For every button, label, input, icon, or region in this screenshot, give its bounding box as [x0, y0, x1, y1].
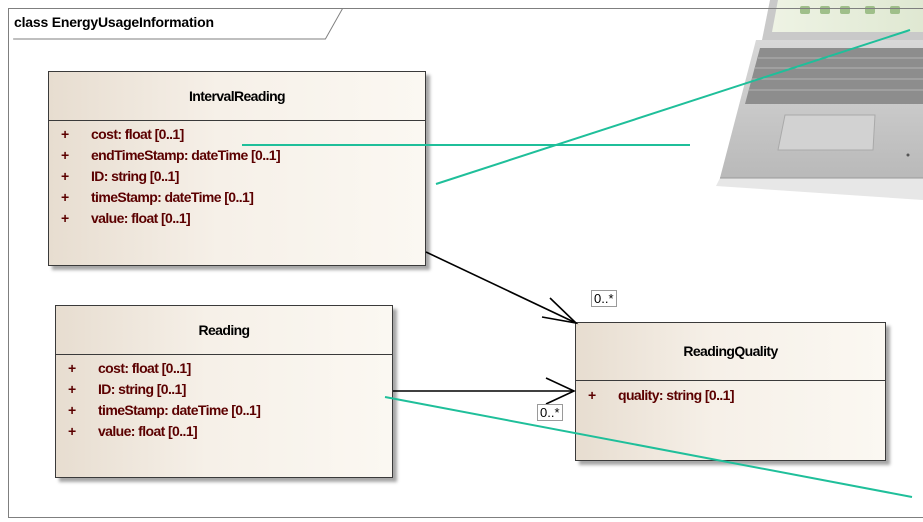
class-reading[interactable]: Reading + cost: float [0..1] + ID: string …: [55, 305, 393, 478]
visibility-marker: +: [588, 387, 596, 403]
attribute-text: cost: float [0..1]: [91, 126, 184, 142]
attribute-item[interactable]: + endTimeStamp: dateTime [0..1]: [49, 145, 425, 166]
attribute-text: ID: string [0..1]: [91, 168, 179, 184]
attribute-item[interactable]: + value: float [0..1]: [49, 208, 425, 229]
attribute-item[interactable]: + ID: string [0..1]: [49, 166, 425, 187]
visibility-marker: +: [68, 381, 76, 397]
class-interval-reading[interactable]: IntervalReading + cost: float [0..1] + end…: [48, 71, 426, 266]
visibility-marker: +: [61, 189, 69, 205]
visibility-marker: +: [61, 126, 69, 142]
attribute-item[interactable]: + ID: string [0..1]: [56, 379, 392, 400]
class-reading-quality[interactable]: ReadingQuality + quality: string [0..1]: [575, 322, 886, 461]
attribute-text: endTimeStamp: dateTime [0..1]: [91, 147, 281, 163]
multiplicity-label: 0..*: [537, 404, 563, 421]
attribute-item[interactable]: + value: float [0..1]: [56, 421, 392, 442]
attribute-item[interactable]: + cost: float [0..1]: [56, 358, 392, 379]
attribute-item[interactable]: + cost: float [0..1]: [49, 124, 425, 145]
attribute-text: value: float [0..1]: [91, 210, 191, 226]
visibility-marker: +: [61, 210, 69, 226]
visibility-marker: +: [61, 168, 69, 184]
attribute-list: + cost: float [0..1] + endTimeStamp: dateT…: [49, 121, 425, 229]
visibility-marker: +: [61, 147, 69, 163]
frame-title-tab: [13, 8, 344, 40]
attribute-text: timeStamp: dateTime [0..1]: [91, 189, 254, 205]
attribute-list: + cost: float [0..1] + ID: string [0..1] +…: [56, 355, 392, 442]
visibility-marker: +: [68, 360, 76, 376]
attribute-text: ID: string [0..1]: [98, 381, 186, 397]
attribute-list: + quality: string [0..1]: [576, 381, 885, 406]
attribute-text: timeStamp: dateTime [0..1]: [98, 402, 261, 418]
attribute-item[interactable]: + timeStamp: dateTime [0..1]: [56, 400, 392, 421]
class-name: Reading: [56, 306, 392, 355]
class-name: IntervalReading: [49, 72, 425, 121]
diagram-title: class EnergyUsageInformation: [14, 14, 214, 30]
visibility-marker: +: [68, 402, 76, 418]
multiplicity-label: 0..*: [591, 290, 617, 307]
visibility-marker: +: [68, 423, 76, 439]
attribute-text: value: float [0..1]: [98, 423, 198, 439]
attribute-item[interactable]: + quality: string [0..1]: [576, 385, 885, 406]
class-name: ReadingQuality: [576, 323, 885, 381]
attribute-item[interactable]: + timeStamp: dateTime [0..1]: [49, 187, 425, 208]
diagram-frame: [8, 8, 923, 518]
attribute-text: cost: float [0..1]: [98, 360, 191, 376]
attribute-text: quality: string [0..1]: [618, 387, 735, 403]
